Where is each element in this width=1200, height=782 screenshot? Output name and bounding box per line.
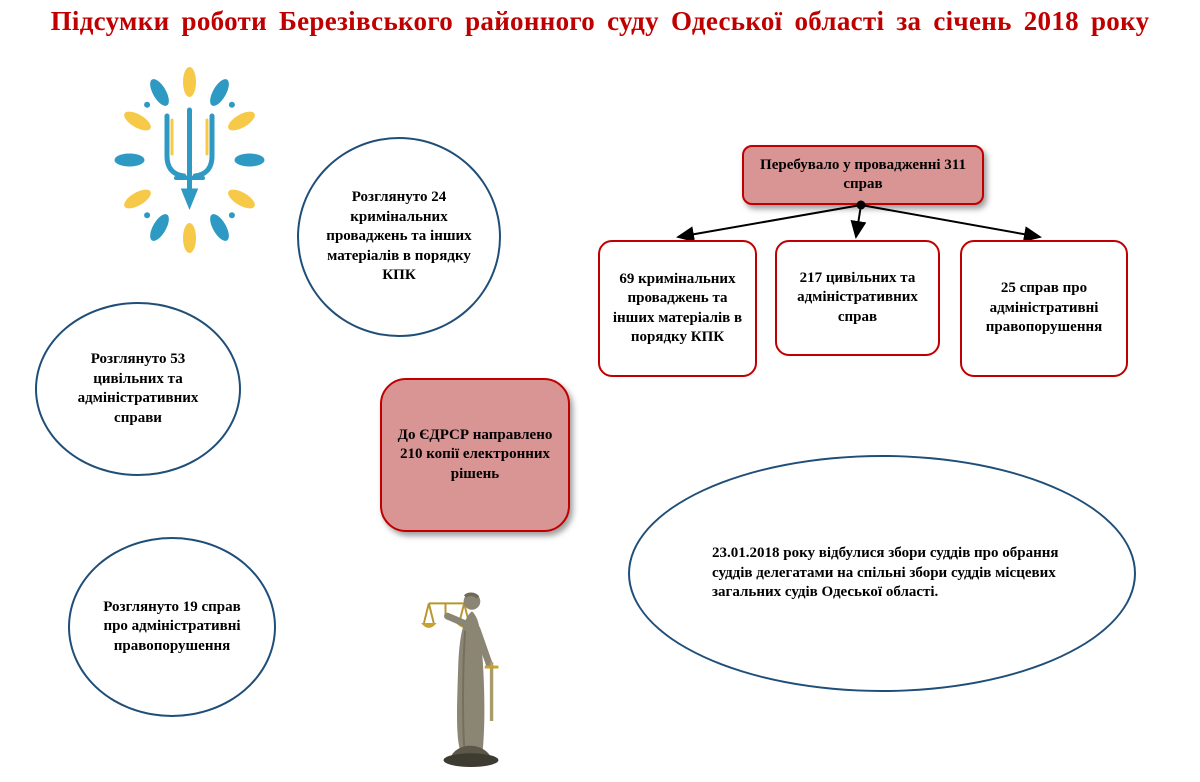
- reviewed-criminal-text: Розглянуто 24 кримінальних проваджень та…: [326, 189, 472, 284]
- edrsr-box: До ЄДРСР направлено 210 копії електронни…: [380, 378, 570, 532]
- edrsr-text: До ЄДРСР направлено 210 копії електронни…: [397, 426, 553, 482]
- reviewed-admin-offense-ellipse: Розглянуто 19 справ про адміністративні …: [68, 537, 276, 717]
- reviewed-civil-text: Розглянуто 53 цивільних та адміністратив…: [77, 351, 199, 426]
- flow-arrows: [676, 200, 1042, 243]
- pending-criminal-text: 69 кримінальних проваджень та інших мате…: [612, 270, 743, 346]
- judges-meeting-text: 23.01.2018 року відбулися збори суддів п…: [712, 545, 1059, 601]
- reviewed-admin-offense-text: Розглянуто 19 справ про адміністративні …: [103, 598, 241, 654]
- pending-criminal-box: 69 кримінальних проваджень та інших мате…: [598, 240, 757, 377]
- reviewed-criminal-ellipse: Розглянуто 24 кримінальних проваджень та…: [297, 137, 501, 337]
- pending-root-text: Перебувало у провадженні 311 справ: [760, 156, 966, 193]
- pending-root-box: Перебувало у провадженні 311 справ: [742, 145, 984, 205]
- reviewed-civil-ellipse: Розглянуто 53 цивільних та адміністратив…: [35, 302, 241, 476]
- pending-civil-text: 217 цивільних та адміністративних справ: [797, 269, 918, 325]
- coat-of-arms-svg: [114, 67, 265, 253]
- lady-justice-statue-icon: [415, 572, 525, 768]
- pending-admin-offense-box: 25 справ про адміністративні правопоруше…: [960, 240, 1128, 377]
- pending-admin-offense-text: 25 справ про адміністративні правопоруше…: [985, 280, 1103, 336]
- judges-meeting-ellipse: 23.01.2018 року відбулися збори суддів п…: [628, 455, 1136, 692]
- ukraine-coat-of-arms-icon: [112, 58, 267, 263]
- page-title: Підсумки роботи Березівського районного …: [50, 6, 1150, 36]
- lady-justice-svg: [421, 592, 499, 768]
- pending-civil-box: 217 цивільних та адміністративних справ: [775, 240, 940, 356]
